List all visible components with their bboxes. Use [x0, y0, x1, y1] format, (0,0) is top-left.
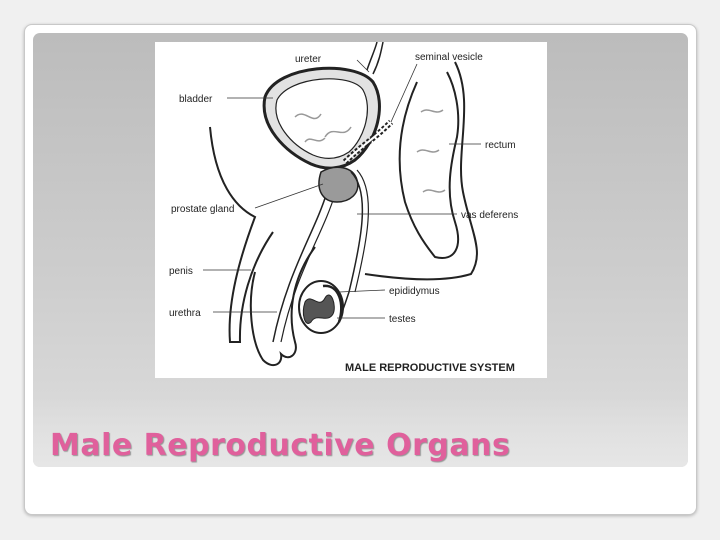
label-prostate-gland: prostate gland	[171, 204, 234, 215]
label-ureter: ureter	[295, 54, 322, 65]
diagram-svg: ureter seminal vesicle bladder rectum pr…	[169, 42, 518, 374]
label-vas-deferens: vas deferens	[461, 210, 518, 221]
rectum-fold	[422, 189, 446, 193]
slide-title: Male Reproductive Organs	[50, 428, 511, 463]
urethra-line	[272, 191, 328, 343]
leader-ureter	[356, 59, 370, 73]
leader-seminal-vesicle	[390, 63, 418, 123]
epididymis-shape	[322, 284, 343, 323]
body-outline	[209, 126, 274, 343]
band-gradient-fade	[33, 397, 688, 467]
prostate-gland-shape	[318, 166, 359, 203]
rectum-fold	[416, 149, 440, 153]
label-penis: penis	[169, 266, 193, 277]
vas-deferens-tube-2	[354, 169, 370, 293]
label-urethra: urethra	[169, 308, 201, 319]
label-rectum: rectum	[485, 140, 516, 151]
bladder-inner	[275, 78, 368, 159]
rectum-fold	[420, 109, 444, 113]
rectum-shape	[398, 71, 460, 259]
penis-shape	[249, 246, 316, 367]
bladder-fold	[294, 113, 322, 120]
label-epididymus: epididymus	[389, 286, 440, 297]
back-outline	[364, 61, 478, 281]
bladder-fold	[324, 126, 352, 138]
reproductive-system-diagram: ureter seminal vesicle bladder rectum pr…	[155, 42, 547, 378]
leader-prostate-gland	[254, 183, 324, 209]
urethra-line-inner	[280, 193, 336, 343]
seminal-vesicle-shape	[342, 119, 394, 165]
leader-epididymus	[338, 289, 386, 293]
testes-coils	[302, 294, 335, 324]
bladder-fold	[304, 137, 326, 143]
ureter-tube-2	[372, 42, 384, 75]
diagram-caption: MALE REPRODUCTIVE SYSTEM	[345, 362, 515, 374]
label-testes: testes	[389, 314, 416, 325]
label-seminal-vesicle: seminal vesicle	[415, 52, 483, 63]
label-bladder: bladder	[179, 94, 213, 105]
ureter-tube	[366, 42, 378, 71]
